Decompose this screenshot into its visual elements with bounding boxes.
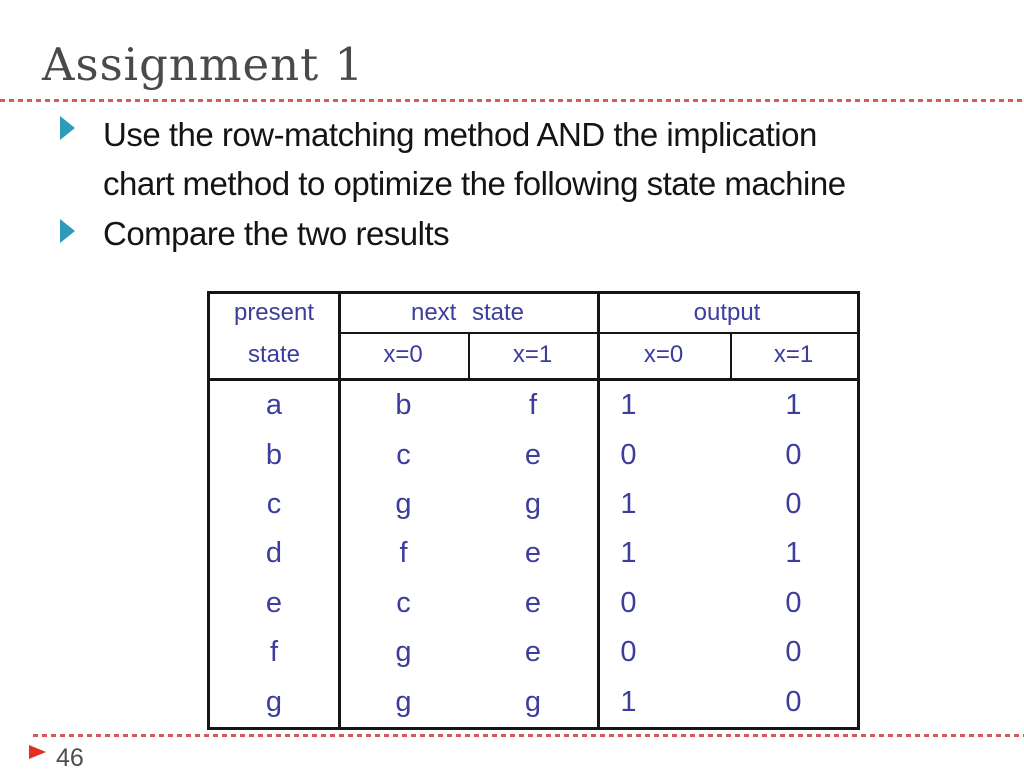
cell-next-x1: e (524, 537, 542, 570)
cell-present: e (265, 586, 283, 619)
header-output-x0: x=0 (643, 341, 684, 368)
cell-next-x1: e (524, 636, 542, 669)
cell-output-x1: 0 (785, 586, 802, 619)
table-vertical-line (597, 294, 600, 727)
table-vertical-line (730, 332, 732, 381)
bullet-line: Use the row-matching method AND the impl… (103, 116, 817, 153)
cell-next-x0: c (396, 438, 411, 471)
cell-next-x1: e (524, 586, 542, 619)
bullet-line: chart method to optimize the following s… (103, 165, 846, 202)
table-vertical-line (468, 332, 470, 381)
cell-output-x0: 0 (620, 636, 637, 669)
cell-output-x1: 1 (785, 537, 802, 570)
cell-present: d (265, 537, 283, 570)
cell-present: f (269, 636, 279, 669)
header-present: present (233, 299, 315, 326)
table-row: f g e 0 0 (210, 628, 857, 677)
cell-output-x1: 0 (785, 488, 802, 521)
table-horizontal-line (338, 332, 857, 334)
title-divider-dashed-line (0, 99, 1024, 102)
cell-output-x0: 1 (620, 488, 637, 521)
table-body: a b f 1 1 b c e 0 0 c g g 1 0 d f e 1 1 (210, 381, 857, 727)
cell-output-x1: 0 (785, 685, 802, 718)
page-title: Assignment 1 (42, 38, 365, 91)
cell-next-x0: f (399, 537, 408, 570)
cell-output-x0: 1 (620, 389, 637, 422)
table-horizontal-line (210, 378, 857, 381)
cell-output-x0: 0 (620, 438, 637, 471)
bullet-arrow-icon (60, 219, 75, 243)
cell-next-x0: g (395, 685, 412, 718)
cell-present: c (266, 488, 282, 521)
cell-next-x1: g (524, 685, 542, 718)
cell-next-x0: g (395, 636, 412, 669)
header-output-x1: x=1 (773, 341, 814, 368)
cell-output-x1: 1 (785, 389, 802, 422)
table-row: c g g 1 0 (210, 480, 857, 529)
bullet-item-optimize: Use the row-matching method AND the impl… (103, 110, 1003, 208)
header-next-state: next state (410, 299, 525, 326)
cell-output-x1: 0 (785, 438, 802, 471)
cell-next-x1: f (528, 389, 538, 422)
bullet-item-compare: Compare the two results (103, 209, 1003, 258)
header-state: state (247, 341, 301, 368)
page-marker-triangle-icon (29, 745, 46, 759)
cell-output-x0: 0 (620, 586, 637, 619)
cell-next-x1: e (524, 438, 542, 471)
table-row: a b f 1 1 (210, 381, 857, 430)
bullet-arrow-icon (60, 116, 75, 140)
table-row: d f e 1 1 (210, 529, 857, 578)
cell-output-x0: 1 (620, 537, 637, 570)
header-next-x0: x=0 (383, 341, 423, 368)
cell-present: g (265, 685, 283, 718)
cell-present: b (265, 438, 283, 471)
cell-next-x0: c (396, 586, 411, 619)
cell-next-x0: b (395, 389, 412, 422)
cell-next-x1: g (524, 488, 542, 521)
header-next-x1: x=1 (512, 341, 553, 368)
bullet-line: Compare the two results (103, 215, 450, 252)
state-machine-table: present state next state output x=0 x=1 … (207, 291, 860, 730)
page-number: 46 (56, 744, 84, 772)
cell-next-x0: g (395, 488, 412, 521)
footer-dashed-line (33, 734, 1024, 737)
cell-present: a (265, 389, 283, 422)
table-row: b c e 0 0 (210, 430, 857, 479)
table-row: g g g 1 0 (210, 678, 857, 727)
cell-output-x1: 0 (785, 636, 802, 669)
cell-output-x0: 1 (620, 685, 637, 718)
table-vertical-line (338, 294, 341, 727)
table-row: e c e 0 0 (210, 579, 857, 628)
header-output: output (693, 299, 761, 326)
